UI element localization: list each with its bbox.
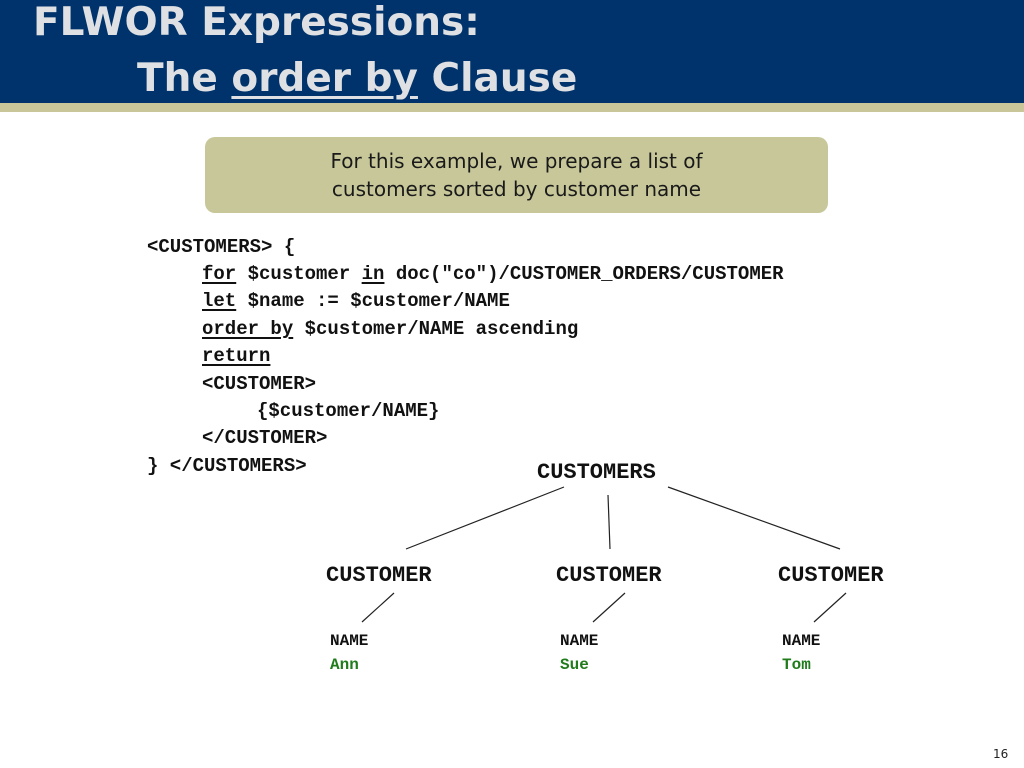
tree-name-field: NAME (330, 632, 369, 650)
tree-customer-node: CUSTOMER (556, 563, 662, 588)
code-line-6: <CUSTOMER> (202, 373, 317, 395)
edge-root-customer-1 (405, 486, 565, 550)
code-text: doc("co")/CUSTOMER_ORDERS/CUSTOMER (384, 263, 784, 285)
keyword-return: return (202, 345, 271, 367)
code-text: $name := $customer/NAME (236, 290, 510, 312)
callout-box: For this example, we prepare a list of c… (205, 137, 828, 213)
tree-name-value: Ann (330, 656, 359, 674)
edge-root-customer-2 (607, 494, 611, 550)
edge-customer-1-name (361, 592, 395, 623)
code-line-8: </CUSTOMER> (202, 427, 328, 449)
code-text: $customer (236, 263, 362, 285)
keyword-order-by: order by (202, 318, 294, 340)
code-line-3: let $name := $customer/NAME (202, 288, 510, 315)
title-suffix: Clause (417, 56, 578, 101)
slide-title-line-1: FLWOR Expressions: (33, 0, 480, 45)
code-line-1: <CUSTOMERS> { (147, 236, 296, 258)
keyword-let: let (202, 290, 237, 312)
tree-customer-node: CUSTOMER (778, 563, 884, 588)
edge-root-customer-3 (667, 486, 841, 550)
edge-customer-2-name (592, 592, 626, 623)
tree-name-field: NAME (782, 632, 821, 650)
title-rule (0, 103, 1024, 112)
code-line-5: return (202, 343, 270, 370)
tree-customer-node: CUSTOMER (326, 563, 432, 588)
tree-name-value: Tom (782, 656, 811, 674)
code-line-4: order by $customer/NAME ascending (202, 316, 578, 343)
keyword-in: in (361, 263, 385, 285)
code-line-2: for $customer in doc("co")/CUSTOMER_ORDE… (202, 261, 784, 288)
title-keyword: order by (231, 56, 418, 101)
code-line-7: {$customer/NAME} (257, 400, 440, 422)
callout-line-2: customers sorted by customer name (331, 177, 702, 201)
keyword-for: for (202, 263, 237, 285)
callout-line-1: For this example, we prepare a list of (330, 149, 703, 173)
tree-root-customers: CUSTOMERS (537, 460, 656, 485)
tree-name-field: NAME (560, 632, 599, 650)
title-prefix: The (137, 56, 232, 101)
slide-title-line-2: The order by Clause (137, 56, 577, 102)
edge-customer-3-name (813, 592, 847, 623)
code-line-9: } </CUSTOMERS> (147, 455, 307, 477)
tree-name-value: Sue (560, 656, 589, 674)
code-text: $customer/NAME ascending (293, 318, 579, 340)
page-number: 16 (993, 747, 1009, 761)
title-bar (0, 0, 1024, 103)
